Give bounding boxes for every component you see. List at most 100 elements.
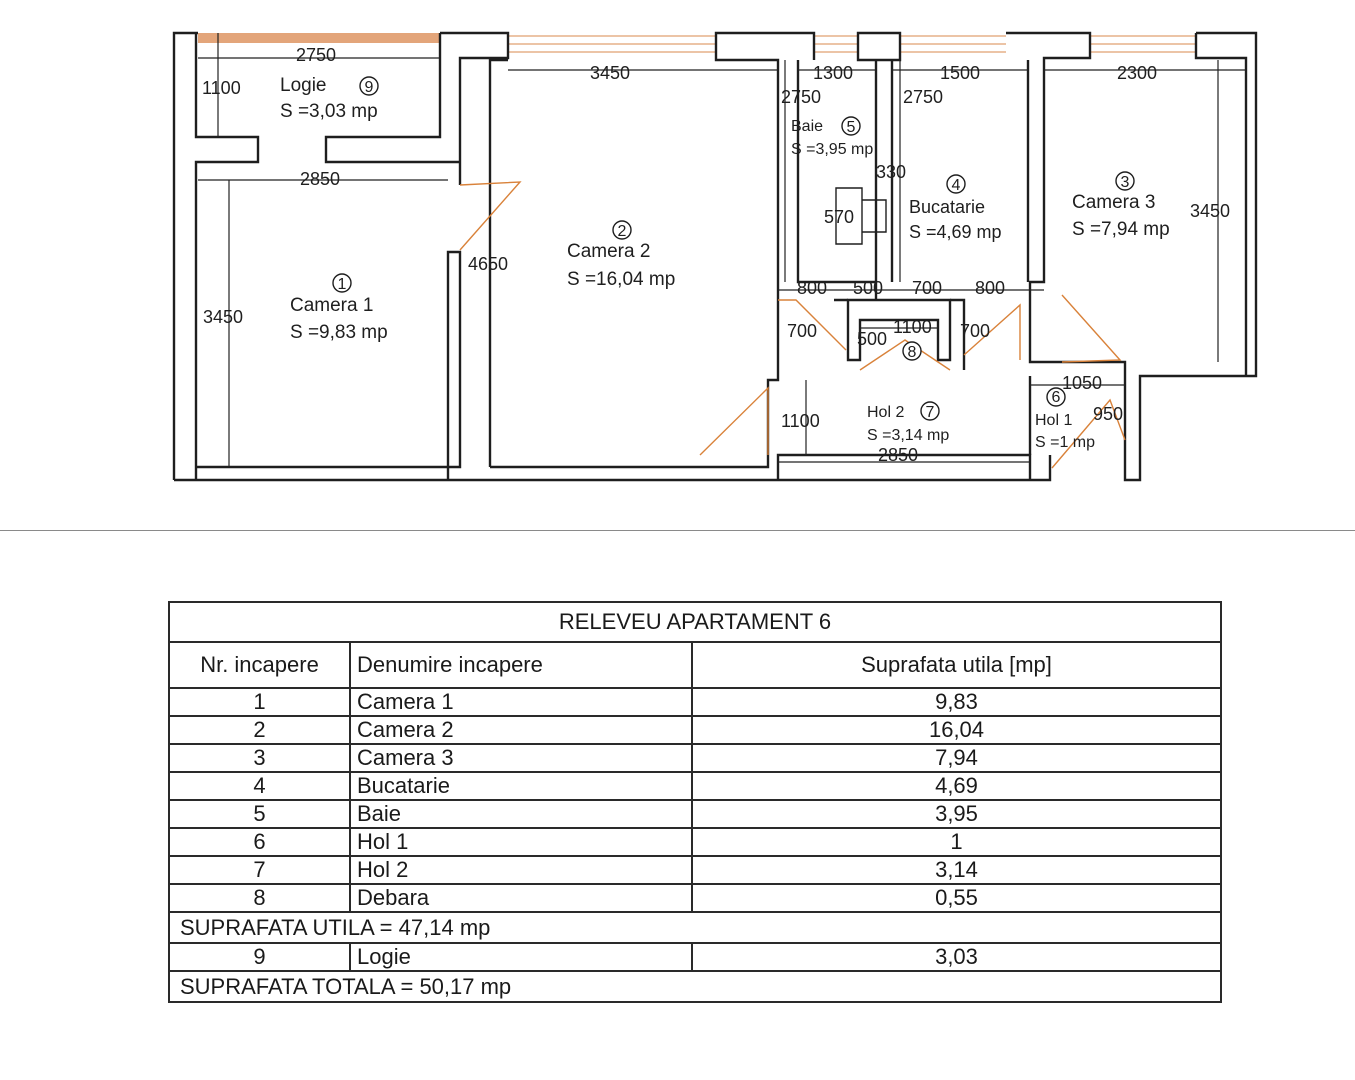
- cell-name: Camera 3: [349, 743, 693, 773]
- dimension-label: 570: [824, 207, 854, 227]
- cell-nr: 9: [168, 942, 351, 972]
- cell-nr: 3: [168, 743, 351, 773]
- dimension-label: 3450: [1190, 201, 1230, 221]
- header-name: Denumire incapere: [349, 641, 693, 689]
- cell-area: 3,95: [691, 799, 1222, 829]
- room-name: Logie: [280, 75, 327, 96]
- dimension-label: 3450: [590, 63, 630, 83]
- dimension-label: 500: [857, 329, 887, 349]
- dimension-label: 700: [912, 278, 942, 298]
- dimension-lines: [198, 33, 1246, 467]
- cell-nr: 6: [168, 827, 351, 857]
- dimension-label: 330: [876, 162, 906, 182]
- room-area: S =16,04 mp: [567, 269, 675, 290]
- dimension-label: 2750: [296, 45, 336, 65]
- cell-area: 9,83: [691, 687, 1222, 717]
- cell-name: Hol 1: [349, 827, 693, 857]
- room-area: S =9,83 mp: [290, 322, 388, 343]
- cell-area: 16,04: [691, 715, 1222, 745]
- dimension-label: 4650: [468, 254, 508, 274]
- floor-plan: 1 Camera 1 S =9,83 mp 2 Camera 2 S =16,0…: [172, 31, 1258, 482]
- dimension-label: 2850: [878, 445, 918, 465]
- dimension-label: 1050: [1062, 373, 1102, 393]
- cell-nr: 5: [168, 799, 351, 829]
- walls: [172, 31, 1258, 482]
- room-area: S =3,95 mp: [791, 141, 873, 158]
- dimension-label: 500: [853, 278, 883, 298]
- cell-area: 0,55: [691, 883, 1222, 913]
- cell-nr: 2: [168, 715, 351, 745]
- separator-line: [0, 530, 1355, 531]
- dimension-label: 950: [1093, 404, 1123, 424]
- room-number: 7: [926, 404, 935, 421]
- logia-window: [198, 33, 440, 43]
- table-title: RELEVEU APARTAMENT 6: [168, 601, 1222, 643]
- cell-name: Bucatarie: [349, 771, 693, 801]
- cell-nr: 7: [168, 855, 351, 885]
- room-labels: 1 Camera 1 S =9,83 mp 2 Camera 2 S =16,0…: [280, 75, 1170, 451]
- area-table: RELEVEU APARTAMENT 6 Nr. incapere Denumi…: [168, 601, 1222, 1003]
- cell-name: Camera 1: [349, 687, 693, 717]
- cell-name: Debara: [349, 883, 693, 913]
- subtotal-row: SUPRAFATA UTILA = 47,14 mp: [168, 911, 1222, 944]
- room-area: S =7,94 mp: [1072, 219, 1170, 240]
- dimension-label: 1100: [893, 317, 932, 337]
- room-area: S =3,14 mp: [867, 427, 949, 444]
- room-number: 8: [908, 344, 917, 361]
- dimension-label: 2850: [300, 169, 340, 189]
- window-lines: [508, 35, 1196, 53]
- room-number: 5: [847, 119, 856, 136]
- room-number: 1: [338, 276, 347, 293]
- total-text: SUPRAFATA TOTALA = 50,17 mp: [168, 970, 1222, 1003]
- room-area: S =3,03 mp: [280, 101, 378, 122]
- room-name: Camera 2: [567, 241, 650, 262]
- dimension-label: 800: [797, 278, 827, 298]
- total-row: SUPRAFATA TOTALA = 50,17 mp: [168, 970, 1222, 1003]
- header-area: Suprafata utila [mp]: [691, 641, 1222, 689]
- cell-area: 1: [691, 827, 1222, 857]
- room-number: 9: [365, 79, 374, 96]
- dimension-label: 1500: [940, 63, 980, 83]
- dimension-label: 3450: [203, 307, 243, 327]
- room-number: 4: [952, 177, 961, 194]
- room-name: Hol 1: [1035, 412, 1072, 429]
- dimension-label: 700: [960, 321, 990, 341]
- cell-area: 7,94: [691, 743, 1222, 773]
- room-number: 3: [1121, 174, 1130, 191]
- door-swings: [459, 181, 1126, 469]
- dimension-label: 1100: [202, 78, 241, 98]
- cell-name: Baie: [349, 799, 693, 829]
- dimension-label: 1100: [781, 411, 820, 431]
- subtotal-text: SUPRAFATA UTILA = 47,14 mp: [168, 911, 1222, 944]
- room-name: Baie: [791, 118, 823, 135]
- dimension-labels: 2750 1100 2850 3450 4650 3450 1300 1500 …: [202, 45, 1230, 465]
- cell-nr: 1: [168, 687, 351, 717]
- room-name: Camera 3: [1072, 192, 1155, 213]
- room-area: S =1 mp: [1035, 434, 1095, 451]
- dimension-label: 800: [975, 278, 1005, 298]
- room-number: 2: [618, 223, 627, 240]
- room-name: Bucatarie: [909, 197, 985, 217]
- dimension-label: 1300: [813, 63, 853, 83]
- room-name: Camera 1: [290, 295, 373, 316]
- dimension-label: 700: [787, 321, 817, 341]
- room-number: 6: [1052, 389, 1061, 406]
- dimension-label: 2750: [903, 87, 943, 107]
- cell-name: Logie: [349, 942, 693, 972]
- cell-area: 4,69: [691, 771, 1222, 801]
- dimension-label: 2300: [1117, 63, 1157, 83]
- cell-area: 3,14: [691, 855, 1222, 885]
- cell-name: Hol 2: [349, 855, 693, 885]
- cell-area: 3,03: [691, 942, 1222, 972]
- cell-name: Camera 2: [349, 715, 693, 745]
- room-name: Hol 2: [867, 404, 904, 421]
